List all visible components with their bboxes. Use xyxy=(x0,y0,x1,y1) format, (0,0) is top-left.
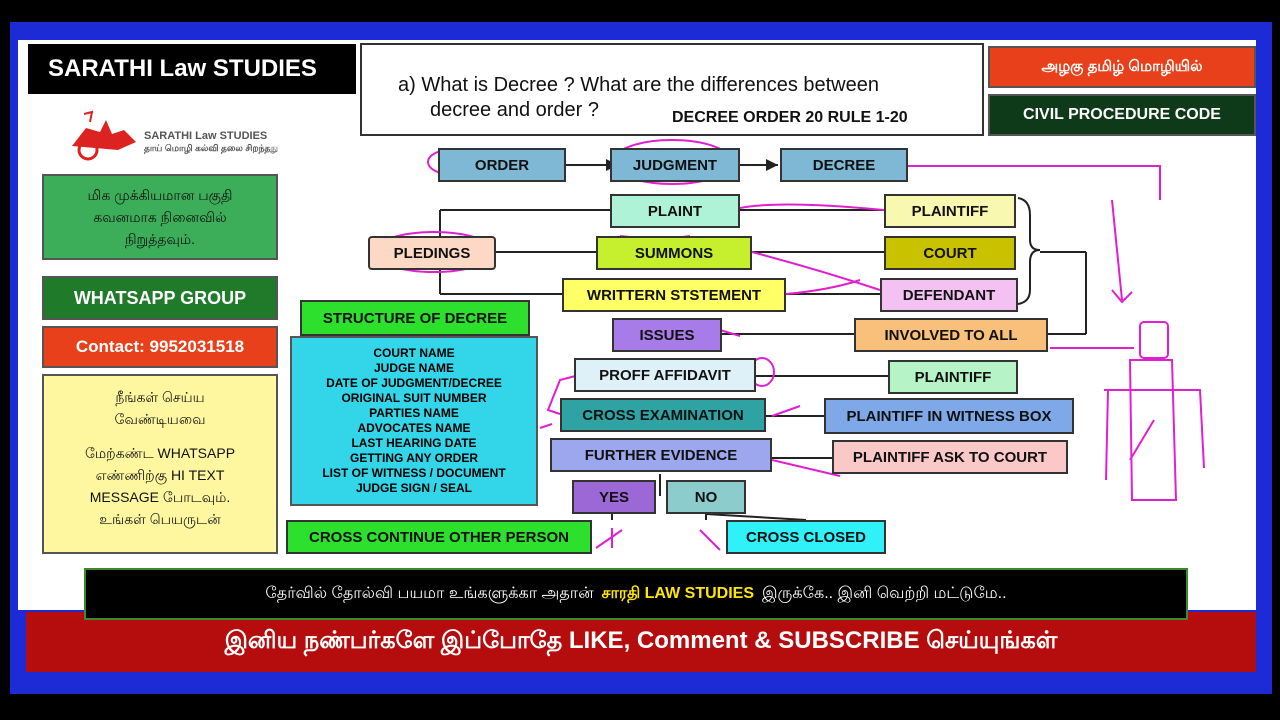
tamil-label-text: அழகு தமிழ் மொழியில் xyxy=(1041,57,1203,75)
pledings-box: PLEDINGS xyxy=(368,236,496,270)
plaintiff-witness-label: PLAINTIFF IN WITNESS BOX xyxy=(846,407,1052,425)
structure-item: ORIGINAL SUIT NUMBER xyxy=(341,391,487,405)
written-statement-label: WRITTERN STSTEMENT xyxy=(586,286,762,304)
motivation-text-a: தேர்வில் தோல்வி பயமா உங்களுக்கா அதான் xyxy=(265,585,594,602)
whatsapp-group-label: WHATSAPP GROUP xyxy=(73,287,247,308)
order-box: ORDER xyxy=(438,148,566,182)
plaint-box: PLAINT xyxy=(610,194,740,228)
question-subtitle: DECREE ORDER 20 RULE 1-20 xyxy=(672,109,908,126)
written-statement-box: WRITTERN STSTEMENT xyxy=(562,278,786,312)
defendant-label: DEFENDANT xyxy=(902,286,996,304)
subscribe-banner-text: இனிய நண்பர்களே இப்போதே LIKE, Comment & S… xyxy=(224,627,1058,654)
cross-closed-label: CROSS CLOSED xyxy=(745,528,866,546)
court-box: COURT xyxy=(884,236,1016,270)
issues-label: ISSUES xyxy=(639,326,695,344)
cross-continue-label: CROSS CONTINUE OTHER PERSON xyxy=(308,528,570,546)
structure-item: LIST OF WITNESS / DOCUMENT xyxy=(322,466,506,480)
question-line-2: decree and order ? xyxy=(430,99,600,121)
judgment-box: JUDGMENT xyxy=(610,148,740,182)
decree-box: DECREE xyxy=(780,148,908,182)
no-label: NO xyxy=(694,488,718,506)
further-evidence-label: FURTHER EVIDENCE xyxy=(584,446,738,464)
cross-examination-box: CROSS EXAMINATION xyxy=(560,398,766,432)
logo-name: SARATHI Law STUDIES xyxy=(144,130,268,142)
decree-label: DECREE xyxy=(812,156,876,174)
civil-procedure-code-label: CIVIL PROCEDURE CODE xyxy=(988,94,1256,136)
plaintiff-box: PLAINTIFF xyxy=(884,194,1016,228)
structure-title-box: STRUCTURE OF DECREE xyxy=(300,300,530,336)
structure-item: PARTIES NAME xyxy=(369,406,459,420)
civil-procedure-code-text: CIVIL PROCEDURE CODE xyxy=(1023,106,1221,123)
no-box: NO xyxy=(666,480,746,514)
important-note-text: மிக முக்கியமான பகுதி கவனமாக நினைவில் நிற… xyxy=(87,187,233,247)
logo-tagline: தாய் மொழி கல்வி தலை சிறந்தது xyxy=(144,143,279,153)
cross-closed-box: CROSS CLOSED xyxy=(726,520,886,554)
question-box: a) What is Decree ? What are the differe… xyxy=(360,43,984,136)
cross-examination-label: CROSS EXAMINATION xyxy=(582,406,744,424)
contact-label: Contact: 9952031518 xyxy=(75,337,245,356)
chariot-icon xyxy=(72,110,136,161)
issues-box: ISSUES xyxy=(612,318,722,352)
cross-continue-box: CROSS CONTINUE OTHER PERSON xyxy=(286,520,592,554)
judgment-label: JUDGMENT xyxy=(632,156,718,174)
further-evidence-box: FURTHER EVIDENCE xyxy=(550,438,772,472)
todo-body: மேற்கண்ட WHATSAPP எண்ணிற்கு HI TEXT MESS… xyxy=(84,445,236,527)
court-label: COURT xyxy=(923,244,977,262)
structure-item: GETTING ANY ORDER xyxy=(349,451,478,465)
structure-item: ADVOCATES NAME xyxy=(357,421,471,435)
structure-list: COURT NAME JUDGE NAME DATE OF JUDGMENT/D… xyxy=(290,336,538,506)
contact-box: Contact: 9952031518 xyxy=(42,326,278,368)
question-line-1: a) What is Decree ? What are the differe… xyxy=(398,74,879,96)
important-note: மிக முக்கியமான பகுதி கவனமாக நினைவில் நிற… xyxy=(42,174,278,260)
proof-affidavit-box: PROFF AFFIDAVIT xyxy=(574,358,756,392)
proof-affidavit-label: PROFF AFFIDAVIT xyxy=(599,366,731,384)
structure-item: JUDGE SIGN / SEAL xyxy=(355,481,473,495)
summons-label: SUMMONS xyxy=(634,244,714,262)
yes-label: YES xyxy=(598,488,629,506)
order-label: ORDER xyxy=(474,156,530,174)
structure-item: JUDGE NAME xyxy=(373,361,454,375)
motivation-text-brand: சாரதி LAW STUDIES xyxy=(601,585,754,602)
plaintiff-ask-court-box: PLAINTIFF ASK TO COURT xyxy=(832,440,1068,474)
motivation-text-c: இருக்கே.. இனி வெற்றி மட்டுமே.. xyxy=(761,585,1007,602)
todo-box: நீங்கள் செய்ய வேண்டியவை மேற்கண்ட WHATSAP… xyxy=(42,374,278,554)
tamil-label: அழகு தமிழ் மொழியில் xyxy=(988,46,1256,88)
whatsapp-group-button[interactable]: WHATSAPP GROUP xyxy=(42,276,278,320)
plaint-label: PLAINT xyxy=(647,202,703,220)
defendant-box: DEFENDANT xyxy=(880,278,1018,312)
structure-title: STRUCTURE OF DECREE xyxy=(322,309,508,327)
summons-box: SUMMONS xyxy=(596,236,752,270)
structure-item: COURT NAME xyxy=(373,346,455,360)
brand-title: SARATHI Law STUDIES xyxy=(28,44,356,94)
plaintiff-proof-label: PLAINTIFF xyxy=(914,368,992,386)
involved-to-all-label: INVOLVED TO ALL xyxy=(884,326,1018,344)
motivation-banner: தேர்வில் தோல்வி பயமா உங்களுக்கா அதான் சா… xyxy=(84,568,1188,620)
plaintiff-ask-court-label: PLAINTIFF ASK TO COURT xyxy=(852,448,1048,466)
pledings-label: PLEDINGS xyxy=(393,244,471,262)
plaintiff-witness-box: PLAINTIFF IN WITNESS BOX xyxy=(824,398,1074,434)
plaintiff-label: PLAINTIFF xyxy=(911,202,989,220)
subscribe-banner: இனிய நண்பர்களே இப்போதே LIKE, Comment & S… xyxy=(26,612,1256,672)
todo-title: நீங்கள் செய்ய வேண்டியவை xyxy=(114,389,206,427)
structure-item: DATE OF JUDGMENT/DECREE xyxy=(326,376,502,390)
brand-logo: SARATHI Law STUDIES தாய் மொழி கல்வி தலை … xyxy=(66,106,296,162)
structure-item: LAST HEARING DATE xyxy=(351,436,477,450)
plaintiff-proof-box: PLAINTIFF xyxy=(888,360,1018,394)
involved-to-all-box: INVOLVED TO ALL xyxy=(854,318,1048,352)
yes-box: YES xyxy=(572,480,656,514)
